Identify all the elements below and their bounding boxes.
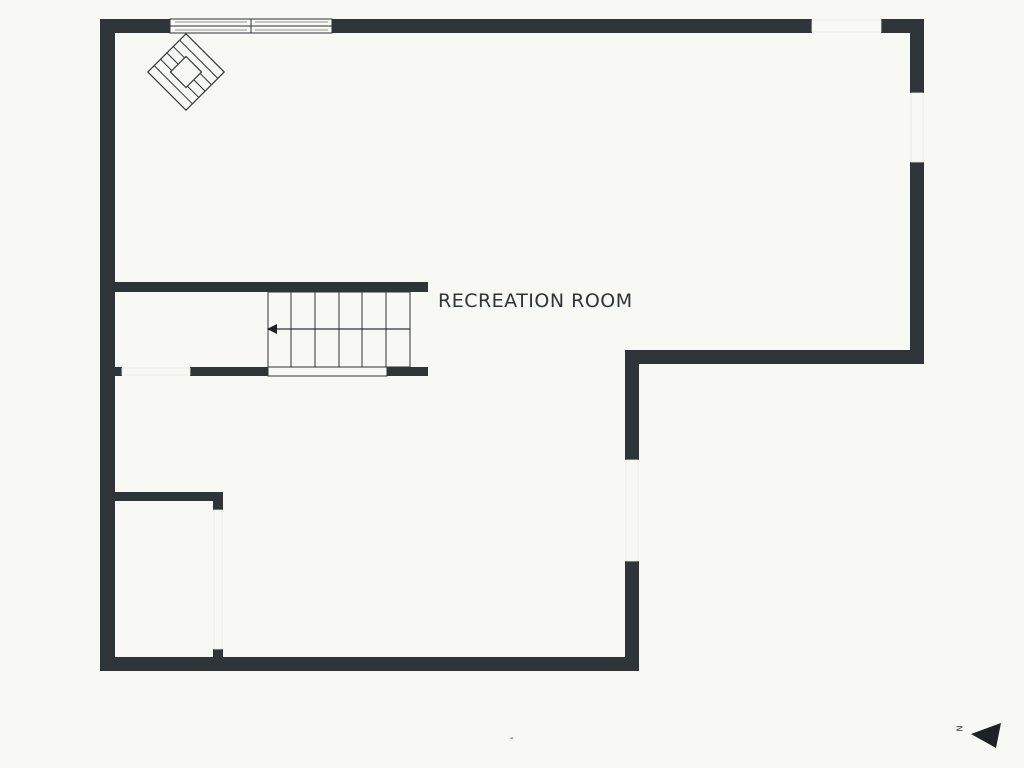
- opening-closet: [213, 509, 223, 650]
- opening-top-right: [811, 19, 882, 33]
- wall-inner-right-upper: [625, 350, 639, 460]
- wall-stair-bottom-right: [387, 367, 428, 376]
- wall-right-lower: [910, 162, 924, 364]
- compass-north-label: N: [955, 725, 965, 732]
- wall-top-middle: [332, 19, 812, 33]
- staircase: [267, 291, 411, 368]
- wall-stair-bottom-left: [100, 367, 122, 376]
- exterior-walls: [100, 19, 924, 671]
- opening-right: [910, 92, 924, 163]
- wall-closet-right-bottom: [213, 649, 223, 661]
- wall-closet-top: [100, 492, 223, 501]
- interior-walls: [100, 282, 428, 661]
- wall-stair-top: [100, 282, 428, 292]
- window-stair-bottom: [267, 366, 388, 377]
- opening-stair-left: [121, 367, 191, 376]
- wall-right-step: [625, 350, 924, 364]
- stair-direction-arrow-icon: [267, 324, 277, 334]
- wall-right-upper: [910, 19, 924, 93]
- wall-stair-bottom-middle: [190, 367, 268, 376]
- wall-inner-right-lower: [625, 561, 639, 671]
- wall-closet-right-top: [213, 492, 223, 510]
- wall-left: [100, 19, 115, 671]
- fireplace-icon: [146, 32, 226, 112]
- north-arrow-icon: [971, 723, 1001, 748]
- opening-inner-right: [625, 459, 639, 562]
- window-top: [169, 18, 333, 34]
- wall-bottom: [100, 657, 639, 671]
- wall-top-left: [100, 19, 170, 33]
- scale-mark: -: [510, 733, 514, 744]
- room-label-recreation-room: RECREATION ROOM: [438, 290, 633, 312]
- door-openings: [121, 19, 924, 650]
